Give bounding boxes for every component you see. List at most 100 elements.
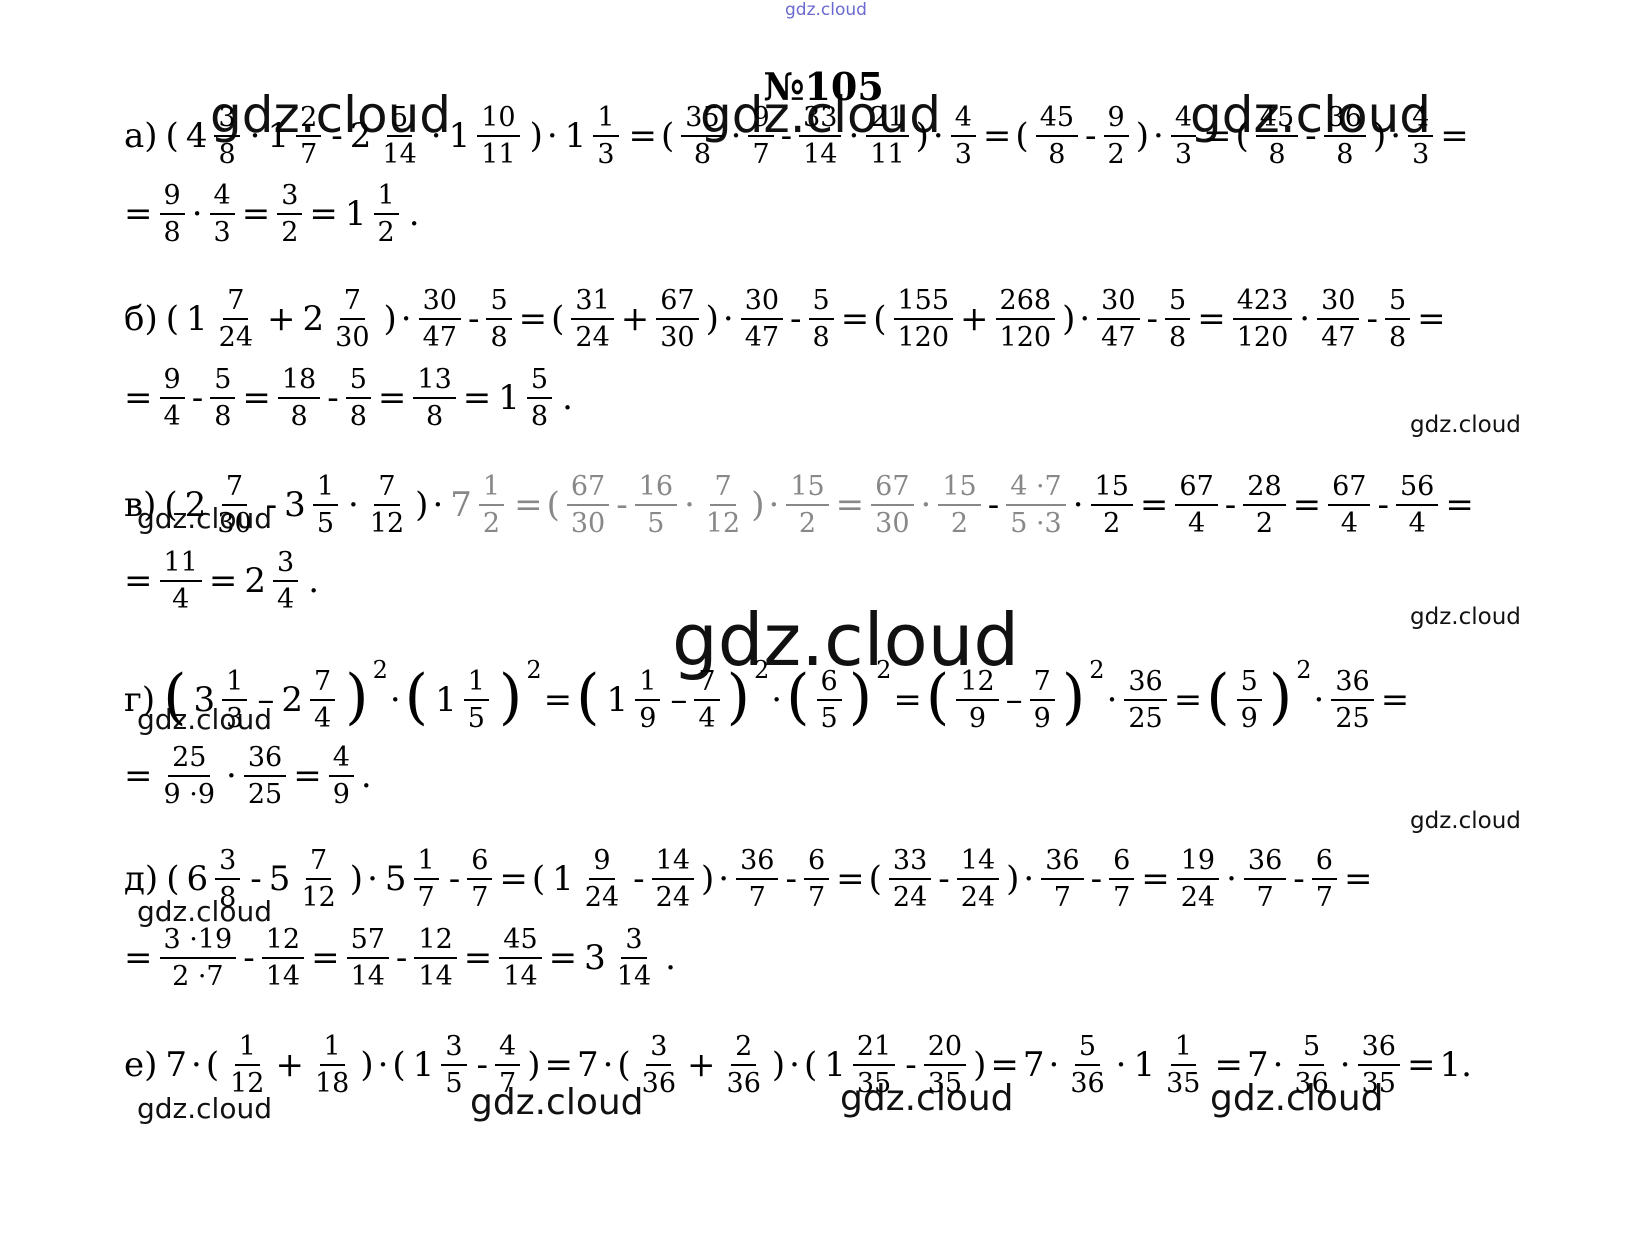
numerator: 67 <box>566 471 610 506</box>
numerator: 36 <box>1041 845 1084 880</box>
big-paren: ( <box>925 662 950 732</box>
numerator: 1 <box>463 666 489 701</box>
denominator: 7 <box>1113 882 1131 913</box>
whole-part: 1 <box>564 116 587 156</box>
denominator: 4 <box>698 703 716 734</box>
denominator: 4 <box>1340 508 1358 539</box>
whole-part: 1 <box>186 299 208 339</box>
numerator: 268 <box>995 285 1056 320</box>
math-symbol: · <box>1115 1045 1127 1085</box>
denominator: 12 <box>301 882 336 913</box>
math-symbol: = <box>208 561 238 601</box>
math-symbol: = <box>463 938 493 978</box>
numerator: 7 <box>309 666 336 701</box>
denominator: 7 <box>1053 882 1071 913</box>
numerator: 4 ·7 <box>1006 471 1066 506</box>
math-symbol: ( <box>546 485 560 525</box>
numerator: 67 <box>656 285 699 320</box>
math-symbol: = <box>628 116 658 156</box>
big-paren: ( <box>576 662 600 732</box>
math-symbol: = <box>1141 859 1170 899</box>
math-symbol: ) <box>360 1045 374 1085</box>
denominator: 8 <box>349 401 367 432</box>
denominator: 120 <box>999 322 1052 353</box>
whole-part: 5 <box>268 859 291 899</box>
whole-part: 1 <box>552 859 574 899</box>
math-symbol: = <box>514 485 543 525</box>
math-symbol: = <box>1203 116 1232 156</box>
math-symbol: - <box>1293 859 1305 899</box>
math-symbol: · <box>1072 485 1084 525</box>
numerator: 67 <box>1175 471 1218 506</box>
denominator: 35 <box>927 1068 963 1099</box>
numerator: 30 <box>418 285 461 320</box>
denominator: 35 <box>856 1068 892 1099</box>
numerator: 56 <box>1395 471 1439 506</box>
math-symbol: · <box>226 756 237 796</box>
numerator: 3 ·19 <box>159 924 237 959</box>
math-symbol: · <box>432 485 444 525</box>
big-paren: ) <box>726 662 750 732</box>
denominator: 14 <box>503 961 538 992</box>
math-symbol: . <box>665 938 676 978</box>
denominator: 7 <box>417 882 435 913</box>
math-symbol: ) <box>701 859 715 899</box>
math-symbol: ) <box>1372 116 1387 156</box>
math-symbol: = <box>840 299 870 339</box>
denominator: 8 <box>214 401 232 432</box>
numerator: 1 <box>312 471 338 506</box>
math-symbol: · <box>771 680 783 720</box>
denominator: 24 <box>575 322 610 353</box>
numerator: 9 <box>589 845 615 880</box>
math-symbol: · <box>1106 680 1118 720</box>
numerator: 13 <box>413 364 456 399</box>
math-symbol: + <box>960 299 989 339</box>
denominator: 11 <box>481 139 516 170</box>
math-symbol: + <box>275 1045 304 1085</box>
numerator: 3 <box>214 102 240 137</box>
watermark: gdz.cloud <box>700 86 942 144</box>
numerator: 1 <box>234 1031 260 1066</box>
math-symbol: ) <box>751 485 765 525</box>
numerator: 36 <box>1331 666 1374 701</box>
numerator: 45 <box>1035 102 1079 137</box>
denominator: 8 <box>812 322 830 353</box>
numerator: 5 <box>486 285 512 320</box>
math-symbol: · <box>400 299 412 339</box>
big-paren: ( <box>1206 662 1230 732</box>
whole-part: 1 <box>435 680 457 720</box>
watermark: gdz.cloud <box>1210 1078 1384 1119</box>
math-symbol: ( <box>164 485 178 525</box>
math-symbol: - <box>1224 485 1237 525</box>
math-symbol: · <box>1153 116 1164 156</box>
watermark: gdz.cloud <box>840 1078 1014 1119</box>
math-symbol: = <box>518 299 548 339</box>
denominator: 7 <box>1315 882 1333 913</box>
item-label: а) <box>124 116 158 156</box>
whole-part: 3 <box>284 485 306 525</box>
